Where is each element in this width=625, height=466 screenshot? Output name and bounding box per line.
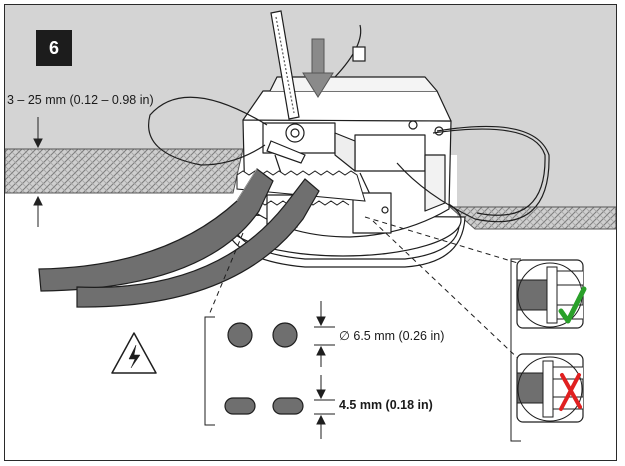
round-knockout-label: ∅ 6.5 mm (0.26 in) <box>339 329 445 343</box>
instruction-panel: 6 3 – 25 mm (0.12 – 0.98 in) ∅ 6.5 mm (0… <box>4 4 617 461</box>
fixture-body <box>242 76 452 238</box>
knockout-bracket <box>204 216 532 426</box>
high-voltage-warning-icon <box>111 332 157 374</box>
oval-knockouts <box>224 397 304 415</box>
safety-wire <box>148 96 550 223</box>
thickness-dimension <box>33 117 43 227</box>
cable-tie-right <box>334 24 366 78</box>
ceiling-board-right <box>448 206 616 230</box>
detail-correct-view <box>516 259 587 329</box>
green-check-icon <box>558 286 587 324</box>
knockout-dimensions <box>314 301 335 439</box>
detail-bracket <box>510 258 521 442</box>
cable-tie <box>266 10 306 164</box>
ceiling-thickness-label: 3 – 25 mm (0.12 – 0.98 in) <box>7 93 154 107</box>
push-down-arrow <box>302 38 334 98</box>
step-number-badge: 6 <box>36 30 72 66</box>
detail-incorrect-view <box>516 353 584 423</box>
round-knockouts <box>227 322 298 348</box>
red-cross-icon <box>559 373 582 411</box>
ceiling-board-left <box>5 148 244 194</box>
installation-diagram <box>5 5 616 442</box>
oval-knockout-label: 4.5 mm (0.18 in) <box>339 398 433 412</box>
power-cables <box>38 168 320 308</box>
